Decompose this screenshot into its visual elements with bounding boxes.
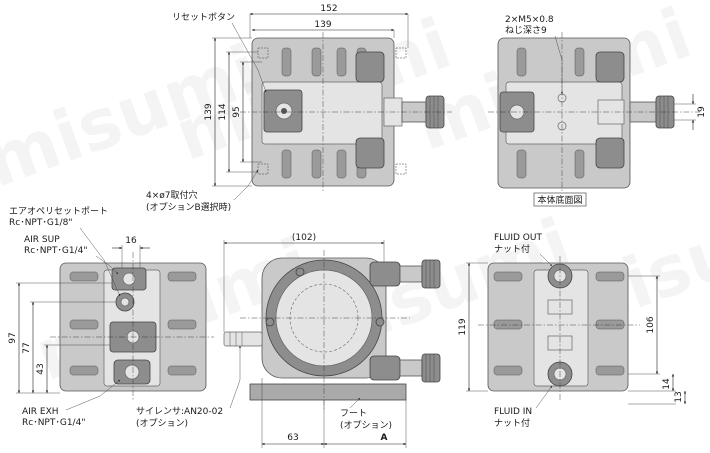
caption-bottom-view: 本体底面図 <box>537 194 582 206</box>
label-screw-depth: ねじ深さ9 <box>505 25 547 36</box>
top-view-slot <box>281 149 292 179</box>
label-air-exh: AIR EXH <box>22 407 59 417</box>
dim-63: 63 <box>287 433 298 443</box>
label-fluid-in: FLUID IN <box>494 407 532 417</box>
dim-139-vertical: 139 <box>204 103 214 120</box>
dim-152: 152 <box>320 4 337 14</box>
label-foot-option: (オプション) <box>340 420 392 431</box>
dim-14: 14 <box>662 378 672 390</box>
fluid-connector <box>369 261 401 287</box>
bottom-view-fitting <box>595 51 625 83</box>
dim-114: 114 <box>218 103 228 120</box>
bottom-view: 19 2×M5×0.8 ねじ深さ9 本体底面図 <box>488 15 707 207</box>
dim-A: A <box>381 433 388 443</box>
label-air-sup: AIR SUP <box>24 235 60 245</box>
dim-77: 77 <box>22 342 32 353</box>
label-fluid-out-nut: ナット付 <box>494 244 530 255</box>
label-reset-port: エアオペリセットポート <box>9 206 108 217</box>
top-view-slot <box>336 47 347 77</box>
label-mount-holes-option: (オプションB選択時) <box>146 201 231 213</box>
fluid-nut <box>421 353 441 383</box>
label-fluid-in-nut: ナット付 <box>494 418 530 429</box>
top-view-slot <box>311 47 322 77</box>
top-view: 152 139 139 114 95 リセットボタン 4×ø7取付穴 (オプショ… <box>146 4 452 213</box>
top-view-fitting <box>355 51 385 83</box>
bottom-view-fitting <box>595 137 625 169</box>
fluid-nut <box>421 259 441 289</box>
label-air-exh-thread: Rc･NPT･G1/4" <box>22 418 85 428</box>
label-fluid-out: FLUID OUT <box>494 233 542 243</box>
dim-13: 13 <box>674 391 684 402</box>
label-mount-holes: 4×ø7取付穴 <box>146 189 198 201</box>
top-view-slot <box>311 149 322 179</box>
label-foot: フート <box>340 409 367 419</box>
left-side-view: 16 97 77 43 エアオペリセットポート Rc･NPT･G1/8" AIR… <box>8 206 214 428</box>
top-view-fitting <box>355 137 385 169</box>
dim-95: 95 <box>232 106 242 117</box>
fluid-connector <box>369 355 401 381</box>
dim-19: 19 <box>697 106 707 118</box>
foot-base <box>249 383 407 401</box>
top-view-slot <box>336 149 347 179</box>
dim-139-horizontal: 139 <box>314 20 331 30</box>
label-reset-button: リセットボタン <box>172 12 235 23</box>
label-air-sup-thread: Rc･NPT･G1/4" <box>24 246 87 256</box>
dim-119: 119 <box>458 318 468 335</box>
label-reset-port-thread: Rc･NPT･G1/8" <box>9 218 72 228</box>
dim-102: (102) <box>292 233 316 243</box>
dim-97: 97 <box>8 332 18 343</box>
center-front-view: (102) 63 A サイレンサ:AN20-02 (オプション) フート (オプ… <box>136 233 441 448</box>
dim-43: 43 <box>36 363 46 374</box>
top-view-slot <box>281 47 292 77</box>
right-side-view: 119 106 14 13 FLUID OUT ナット付 FLUID IN ナッ… <box>458 233 687 429</box>
label-silencer: サイレンサ:AN20-02 <box>136 406 223 417</box>
silencer <box>223 331 263 347</box>
label-silencer-option: (オプション) <box>136 418 188 429</box>
label-screw-spec: 2×M5×0.8 <box>505 15 554 25</box>
dim-106: 106 <box>646 316 656 333</box>
dim-16: 16 <box>125 236 137 246</box>
